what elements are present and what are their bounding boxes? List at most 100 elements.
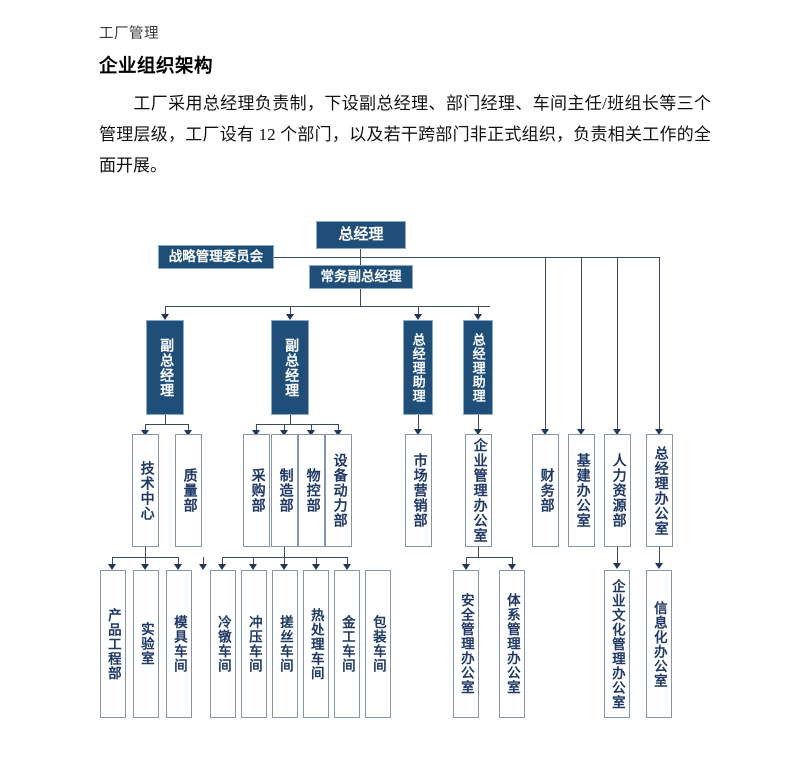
node-unit-mold-workshop-label: 模具车间 (171, 615, 187, 673)
paragraph-text: 工厂采用总经理负责制，下设副总经理、部门经理、车间主任/班组长等三个管理层级，工… (99, 94, 711, 175)
connector-vgm2-down (290, 415, 291, 424)
node-unit-informatization-office[interactable]: 信息化办公室 (646, 570, 672, 718)
node-unit-metalwork-workshop[interactable]: 金工车间 (334, 570, 360, 718)
arrow-informatization-office (655, 563, 663, 569)
node-dept-purchase[interactable]: 采购部 (243, 434, 270, 547)
node-gm-assistant-2[interactable]: 总经理助理 (463, 320, 493, 415)
node-dept-gm-office[interactable]: 总经理办公室 (646, 434, 673, 547)
connector-mfg-drop-f (203, 557, 204, 566)
connector-drop-asst2 (478, 306, 479, 316)
node-executive-vice-gm[interactable]: 常务副总经理 (309, 265, 413, 289)
connector-gmoffice-down (659, 547, 660, 565)
node-dept-marketing-label: 市场营销部 (411, 453, 427, 528)
running-head: 工厂管理 (99, 26, 159, 42)
connector-mfg-drop-d (316, 557, 317, 566)
node-dept-manufacture[interactable]: 制造部 (271, 434, 298, 547)
arrow-mold (174, 564, 182, 570)
node-gm-assistant-1[interactable]: 总经理助理 (403, 320, 433, 415)
node-unit-culture-office[interactable]: 企业文化管理办公室 (604, 570, 630, 718)
node-unit-packaging-workshop-label: 包装车间 (370, 615, 386, 673)
node-dept-equipment-power[interactable]: 设备动力部 (325, 434, 352, 547)
arrow-equip (334, 430, 342, 436)
node-unit-safety-office[interactable]: 安全管理办公室 (453, 570, 479, 718)
arrow-thread-rolling (280, 564, 288, 570)
node-unit-mold-workshop[interactable]: 模具车间 (166, 570, 192, 718)
connector-mfg-drop-a (222, 557, 223, 566)
arrow-entmgmt (474, 429, 482, 435)
connector-vgm2-drop-d (338, 424, 339, 432)
arrow-packaging (199, 564, 207, 570)
node-dept-gm-office-label: 总经理办公室 (652, 445, 668, 536)
connector-strategy-drop-gmoffice (659, 257, 660, 431)
page-title: 企业组织架构 (99, 57, 214, 77)
arrow-heat-treatment (312, 564, 320, 570)
node-dept-tech-center[interactable]: 技术中心 (132, 434, 159, 547)
node-dept-hr-label: 人力资源部 (610, 453, 626, 528)
node-strategy-committee[interactable]: 战略管理委员会 (158, 245, 274, 269)
connector-mfg-drop-c (284, 557, 285, 566)
connector-drop-vgm1 (165, 306, 166, 316)
arrow-construct (577, 429, 585, 435)
connector-mfg-drop-e (347, 557, 348, 566)
arrow-asst1 (414, 314, 422, 320)
arrow-stamping (249, 564, 257, 570)
node-unit-system-office[interactable]: 体系管理办公室 (499, 570, 525, 718)
node-dept-enterprise-management-label: 企业管理办公室 (471, 438, 487, 543)
node-dept-hr[interactable]: 人力资源部 (604, 434, 631, 547)
arrow-vgm1 (161, 314, 169, 320)
node-dept-enterprise-management[interactable]: 企业管理办公室 (465, 434, 492, 547)
node-unit-thread-rolling-workshop-label: 搓丝车间 (277, 615, 293, 673)
node-unit-product-engineering[interactable]: 产品工程部 (100, 570, 126, 718)
connector-strategy-drop-construct (581, 257, 582, 431)
arrow-tech-center (141, 430, 149, 436)
connector-vgm1-down (165, 415, 166, 424)
node-unit-heat-treatment-workshop[interactable]: 热处理车间 (303, 570, 329, 718)
node-unit-cold-heading-workshop-label: 冷镦车间 (215, 615, 231, 673)
connector-entmgmt-bus (466, 557, 512, 558)
connector-mfg-drop-b (253, 557, 254, 566)
node-vice-gm-1-label: 副总经理 (158, 337, 174, 398)
arrow-matctrl (307, 430, 315, 436)
body-paragraph: 工厂采用总经理负责制，下设副总经理、部门经理、车间主任/班组长等三个管理层级，工… (99, 88, 711, 181)
node-unit-thread-rolling-workshop[interactable]: 搓丝车间 (272, 570, 298, 718)
connector-tech-drop-a (112, 557, 113, 566)
connector-asst2-down (478, 415, 479, 431)
arrow-metalwork (343, 564, 351, 570)
connector-level2-bus (165, 306, 490, 307)
connector-execvgm-down (360, 289, 361, 306)
connector-asst1-down (418, 415, 419, 431)
connector-vgm2-drop-a (256, 424, 257, 432)
connector-strategy-horizontal (274, 257, 660, 258)
connector-vgm1-bus (145, 424, 188, 425)
node-dept-construction-office[interactable]: 基建办公室 (568, 434, 595, 547)
arrow-asst2 (474, 314, 482, 320)
node-dept-material-control-label: 物控部 (304, 468, 320, 513)
node-dept-tech-center-label: 技术中心 (138, 460, 154, 521)
node-vice-gm-1[interactable]: 副总经理 (146, 320, 184, 415)
node-unit-cold-heading-workshop[interactable]: 冷镦车间 (210, 570, 236, 718)
node-dept-finance[interactable]: 财务部 (532, 434, 559, 547)
node-unit-informatization-office-label: 信息化办公室 (651, 600, 667, 688)
node-dept-marketing[interactable]: 市场营销部 (405, 434, 432, 547)
connector-vgm1-drop-b (188, 424, 189, 432)
arrow-finance (541, 429, 549, 435)
node-unit-stamping-workshop[interactable]: 冲压车间 (241, 570, 267, 718)
node-unit-heat-treatment-workshop-label: 热处理车间 (308, 607, 324, 681)
node-dept-construction-office-label: 基建办公室 (574, 453, 590, 528)
node-dept-quality-label: 质量部 (181, 468, 197, 513)
arrow-manufacture (280, 430, 288, 436)
node-unit-safety-office-label: 安全管理办公室 (458, 593, 474, 695)
node-gm-assistant-2-label: 总经理助理 (470, 332, 486, 403)
node-general-manager[interactable]: 总经理 (316, 221, 406, 249)
node-unit-laboratory[interactable]: 实验室 (133, 570, 159, 718)
connector-tech-drop-c (178, 557, 179, 566)
arrow-safety-office (462, 564, 470, 570)
node-unit-packaging-workshop[interactable]: 包装车间 (365, 570, 391, 718)
node-dept-quality[interactable]: 质量部 (175, 434, 202, 547)
node-dept-material-control[interactable]: 物控部 (298, 434, 325, 547)
connector-vgm2-bus (256, 424, 338, 425)
connector-strategy-drop-hr (617, 257, 618, 431)
node-vice-gm-2[interactable]: 副总经理 (271, 320, 309, 415)
